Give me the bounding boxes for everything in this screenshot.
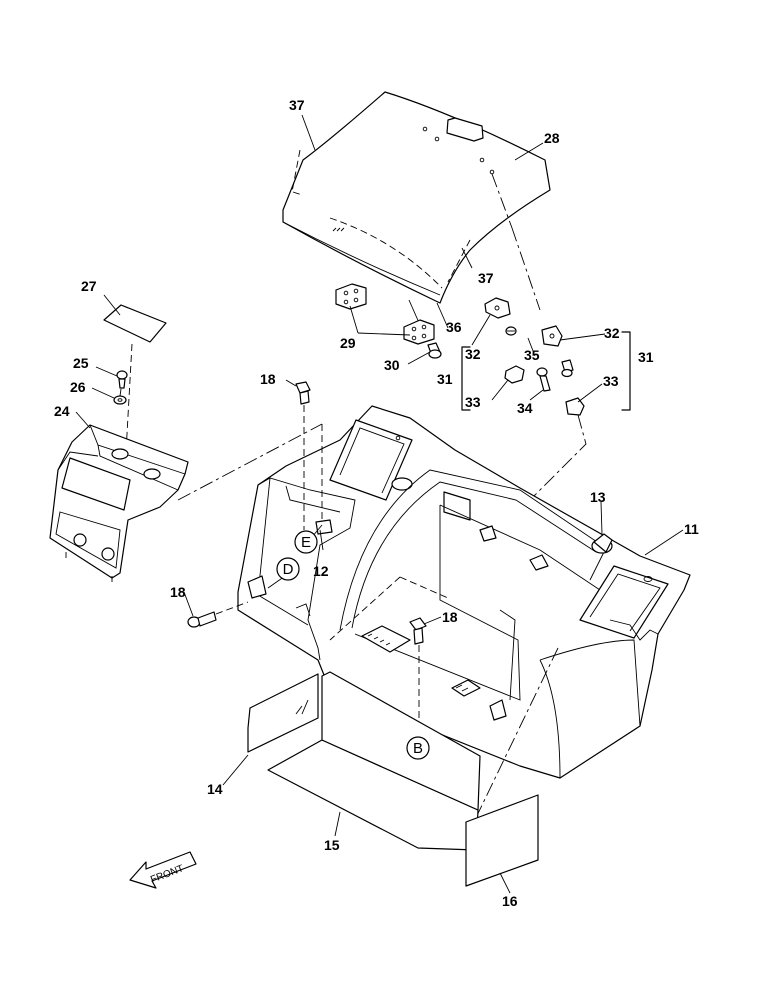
bolt-34 xyxy=(536,367,551,392)
part-label-36: 36 xyxy=(446,319,462,335)
bolt-18-center xyxy=(409,617,427,645)
part-label-32-right: 32 xyxy=(604,325,620,341)
part-label-15: 15 xyxy=(324,837,340,853)
side-plate-14 xyxy=(247,673,319,753)
callout-b: B xyxy=(406,736,430,760)
end-plate-16 xyxy=(465,794,539,887)
bolt-30 xyxy=(427,342,442,359)
part-label-18-center: 18 xyxy=(442,609,458,625)
part-label-12: 12 xyxy=(313,563,329,579)
latch-block-right xyxy=(565,397,585,416)
part-label-26: 26 xyxy=(70,379,86,395)
latch-bracket-upper xyxy=(484,297,511,319)
part-label-31-left: 31 xyxy=(437,371,453,387)
part-label-32-left: 32 xyxy=(465,346,481,362)
callouts: E D B xyxy=(276,530,430,760)
hinge-upper xyxy=(335,283,367,310)
callout-e-label: E xyxy=(301,534,311,551)
part-label-11: 11 xyxy=(684,521,699,537)
part-label-37-top: 37 xyxy=(289,97,305,113)
part-label-14: 14 xyxy=(207,781,223,797)
part-label-25: 25 xyxy=(73,355,89,371)
callout-d-label: D xyxy=(283,561,294,578)
washer-26 xyxy=(113,395,127,405)
part-label-37-lower: 37 xyxy=(478,270,494,286)
part-label-13: 13 xyxy=(590,489,606,505)
leader-lines xyxy=(75,114,684,894)
callout-d: D xyxy=(276,557,300,581)
callout-e: E xyxy=(294,530,318,554)
part-label-18-left: 18 xyxy=(170,584,186,600)
screw-25 xyxy=(116,370,128,389)
part-label-24: 24 xyxy=(54,403,70,419)
part-label-16: 16 xyxy=(502,893,518,909)
part-label-27: 27 xyxy=(81,278,97,294)
switch-panel-24 xyxy=(49,424,189,582)
top-cover-panel xyxy=(282,91,551,304)
part-label-18-top: 18 xyxy=(260,371,276,387)
bolt-18-top xyxy=(295,381,311,405)
front-direction-arrow: FRONT xyxy=(129,851,197,889)
part-label-35: 35 xyxy=(524,347,540,363)
part-labels: 37 28 37 27 29 36 32 32 31 31 30 35 25 2… xyxy=(54,97,699,909)
callout-b-label: B xyxy=(413,740,423,757)
latch-block-left xyxy=(504,365,525,384)
part-label-34: 34 xyxy=(517,400,533,416)
screw-small xyxy=(505,326,517,336)
part-label-30: 30 xyxy=(384,357,400,373)
part-label-28: 28 xyxy=(544,130,560,146)
bolt-18-left xyxy=(187,611,217,628)
part-label-29: 29 xyxy=(340,335,356,351)
part-label-33-left: 33 xyxy=(465,394,481,410)
bolt-35 xyxy=(561,359,574,378)
part-label-33-right: 33 xyxy=(603,373,619,389)
part-label-31-right: 31 xyxy=(638,349,654,365)
hinge-lower xyxy=(403,319,435,345)
label-plate-27 xyxy=(103,304,167,343)
latch-bracket-right xyxy=(541,325,563,347)
